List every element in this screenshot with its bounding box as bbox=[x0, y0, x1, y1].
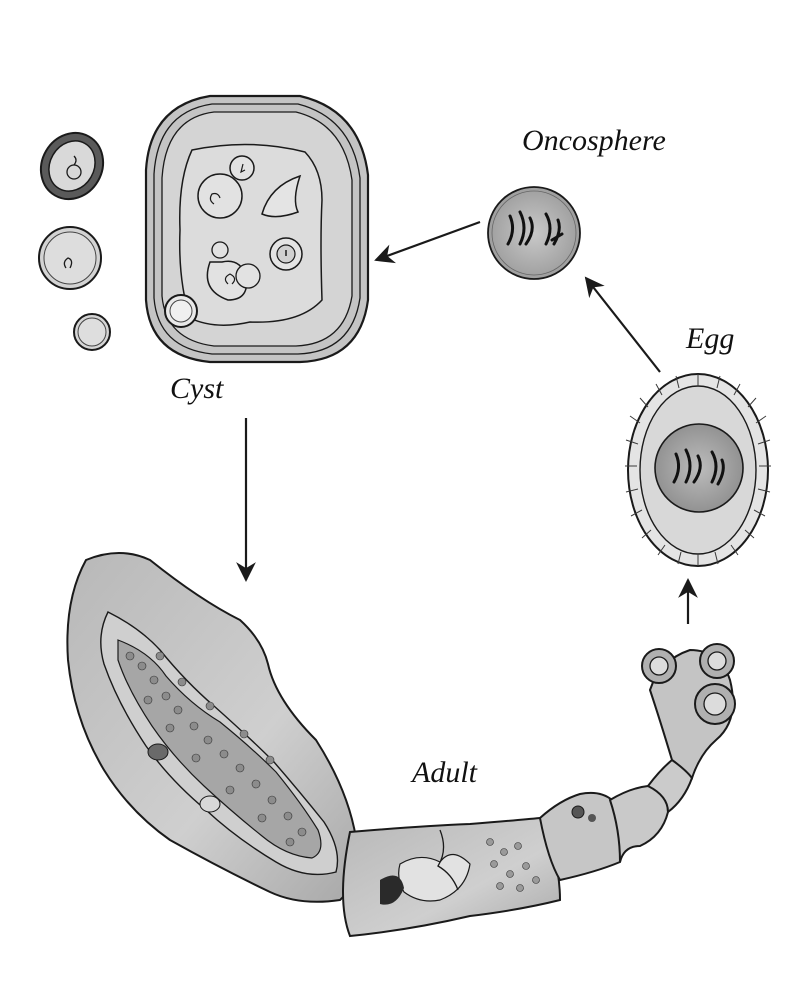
sucker-icon bbox=[699, 643, 735, 679]
label-oncosphere: Oncosphere bbox=[522, 124, 666, 157]
label-adult: Adult bbox=[412, 756, 477, 789]
adult-tapeworm-icon bbox=[66, 552, 736, 938]
daughter-cyst-dark-icon bbox=[39, 131, 105, 201]
daughter-cyst-medium-icon bbox=[38, 226, 102, 290]
daughter-cysts bbox=[38, 131, 111, 351]
daughter-cyst-small-icon bbox=[73, 313, 111, 351]
cycle-arrows bbox=[236, 220, 698, 624]
sucker-icon bbox=[641, 648, 677, 684]
sucker-icon bbox=[694, 683, 736, 725]
oncosphere-icon bbox=[487, 186, 581, 280]
label-cyst: Cyst bbox=[170, 372, 224, 405]
hydatid-cyst-icon bbox=[144, 94, 370, 364]
label-egg: Egg bbox=[686, 322, 735, 355]
arrow-oncosphere-to-cyst bbox=[374, 220, 481, 264]
egg-icon bbox=[625, 373, 771, 567]
arrow-egg-to-oncosphere bbox=[584, 276, 661, 373]
